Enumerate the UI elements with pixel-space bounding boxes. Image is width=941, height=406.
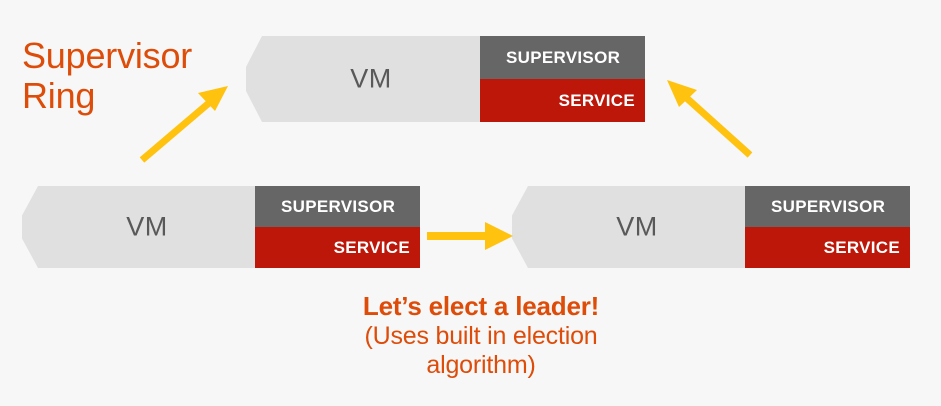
arrow-left-to-top-icon	[139, 86, 228, 163]
vm-body-top	[246, 36, 512, 122]
vm-node-right: VM SUPERVISOR SERVICE	[512, 186, 910, 268]
caption-secondary: (Uses built in election algorithm)	[364, 321, 598, 380]
service-band-top: SERVICE	[480, 79, 645, 122]
vm-label-left: VM	[126, 211, 168, 242]
vm-body-right	[512, 186, 778, 268]
service-band-left: SERVICE	[255, 227, 420, 268]
supervisor-band-right: SUPERVISOR	[745, 186, 910, 227]
vm-body-left	[22, 186, 288, 268]
arrow-left-to-right-icon	[427, 222, 513, 250]
caption-primary: Let’s elect a leader!	[362, 291, 600, 321]
arrow-right-to-top-icon	[667, 80, 753, 158]
vm-node-top: VM SUPERVISOR SERVICE	[246, 36, 645, 122]
supervisor-ring-label: Supervisor Ring	[22, 35, 193, 117]
caption-block: Let’s elect a leader! (Uses built in ele…	[281, 291, 681, 381]
supervisor-band-top: SUPERVISOR	[480, 36, 645, 79]
vm-node-left: VM SUPERVISOR SERVICE	[22, 186, 420, 268]
vm-label-right: VM	[616, 211, 658, 242]
vm-label-top: VM	[350, 63, 392, 94]
supervisor-band-left: SUPERVISOR	[255, 186, 420, 227]
service-band-right: SERVICE	[745, 227, 910, 268]
